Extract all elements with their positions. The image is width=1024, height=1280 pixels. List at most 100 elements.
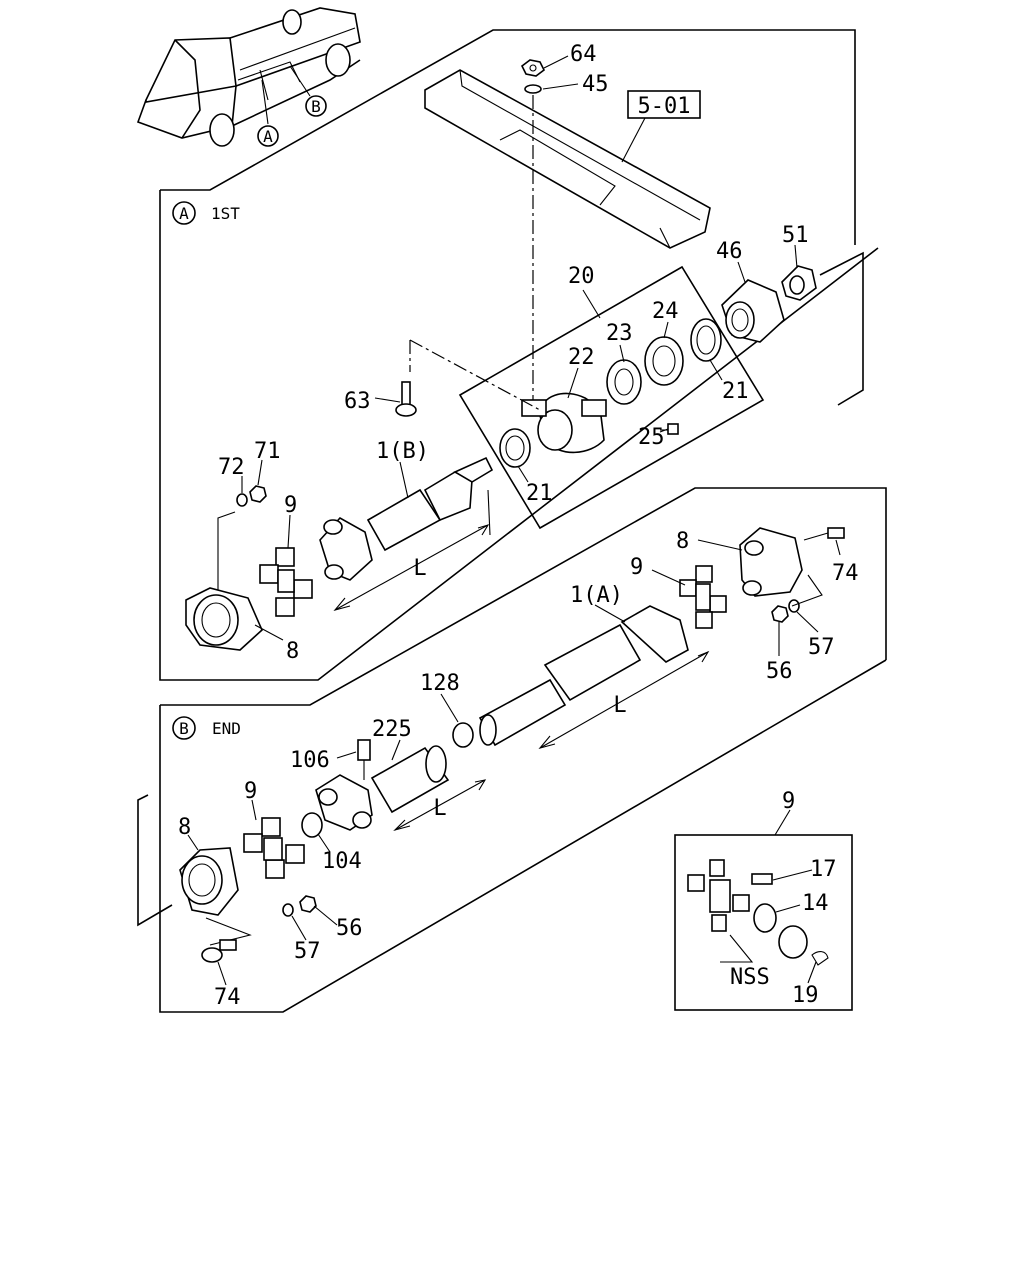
seal-21-left [499, 428, 531, 468]
grease-fitting-106 [357, 739, 371, 780]
section-b-marker: B [179, 719, 189, 738]
washer-72 [236, 493, 248, 507]
reference-box-5-01 [627, 90, 701, 119]
callout-56-a: 56 [766, 659, 793, 684]
truck-callout-a: A [263, 127, 273, 146]
universal-joint-9-b [679, 565, 727, 629]
callout-8-right: 8 [676, 529, 689, 554]
dimension-l-c [393, 779, 487, 832]
section-b-marker-circle [172, 716, 196, 740]
nut-56-a [771, 605, 789, 623]
nut-56-b [299, 895, 317, 913]
callout-labels: 64 45 20 46 51 24 23 22 21 21 63 25 72 7… [178, 42, 859, 1010]
washer-57-a [788, 599, 800, 613]
callout-14: 14 [802, 891, 829, 916]
dimension-label-a: L [413, 556, 426, 581]
callout-21-left: 21 [526, 481, 553, 506]
crossmember-frame [424, 69, 711, 249]
callout-9-detail: 9 [782, 789, 795, 814]
callout-1a: 1(A) [570, 583, 623, 608]
callout-25: 25 [638, 425, 665, 450]
callout-24: 24 [652, 299, 679, 324]
callout-9-c: 9 [244, 779, 257, 804]
callout-74-b: 74 [214, 985, 241, 1010]
callout-22: 22 [568, 345, 595, 370]
callout-225: 225 [372, 717, 412, 742]
callout-64: 64 [570, 42, 597, 67]
bolt-74-a [803, 527, 845, 541]
washer-45 [524, 84, 542, 94]
callout-57-a: 57 [808, 635, 835, 660]
callout-57-b: 57 [294, 939, 321, 964]
joint-spider-detail [687, 859, 750, 932]
callout-106: 106 [290, 748, 330, 773]
callout-45: 45 [582, 72, 609, 97]
washer-57-b [282, 903, 294, 917]
section-b-label: END [212, 719, 241, 738]
callout-9-a: 9 [284, 493, 297, 518]
o-ring-104 [301, 812, 323, 838]
seal-128 [452, 722, 474, 748]
bearing-24 [644, 336, 684, 386]
dimension-label-c: L [433, 796, 446, 821]
grease-nipple-17 [751, 873, 773, 885]
propeller-shaft-1a [478, 605, 689, 747]
callout-1b: 1(B) [376, 439, 429, 464]
flange-nut-51 [781, 265, 817, 301]
yoke-8-right [739, 527, 803, 597]
section-b-panel-outline [159, 487, 887, 1013]
nut-71 [249, 485, 267, 503]
callout-74-a: 74 [832, 561, 859, 586]
left-bracket-a [217, 511, 236, 590]
callout-8-b: 8 [178, 815, 191, 840]
callout-56-b: 56 [336, 916, 363, 941]
callout-71: 71 [254, 439, 281, 464]
flange-yoke-8-a [185, 587, 263, 651]
joint-detail-box [674, 834, 853, 1011]
propeller-shaft-1b [319, 456, 494, 581]
callout-21-right: 21 [722, 379, 749, 404]
center-bearing-support-22 [521, 392, 607, 454]
flange-yoke-8-b [179, 847, 239, 916]
leader-lines [187, 55, 841, 986]
callout-46: 46 [716, 239, 743, 264]
dimension-l-b [538, 650, 710, 749]
companion-flange-46 [721, 279, 785, 343]
callout-23: 23 [606, 321, 633, 346]
section-a-marker: A [179, 204, 189, 223]
callout-72: 72 [218, 455, 245, 480]
callout-104: 104 [322, 849, 362, 874]
section-a-panel-outline [159, 29, 879, 681]
callout-20: 20 [568, 264, 595, 289]
bearing-23 [606, 359, 642, 405]
truck-icon: A B [136, 7, 361, 147]
truck-callout-a-circle [257, 125, 279, 147]
bolt-74-b [201, 939, 237, 963]
callout-8-a: 8 [286, 639, 299, 664]
callout-128: 128 [420, 671, 460, 696]
bolt-63 [395, 381, 417, 417]
callout-17: 17 [810, 857, 837, 882]
callout-19: 19 [792, 983, 819, 1008]
callout-9-b: 9 [630, 555, 643, 580]
section-a-label: 1ST [211, 204, 240, 223]
truck-callout-b: B [311, 97, 321, 116]
slip-yoke-225 [315, 745, 450, 831]
bearing-cup-19 [778, 925, 808, 959]
dimension-l-a [333, 489, 491, 611]
bearing-subassembly-box [458, 265, 765, 530]
snap-ring-19 [811, 951, 829, 966]
universal-joint-9-c [243, 817, 305, 879]
reference-box-label: 5-01 [638, 94, 691, 119]
section-a-marker-circle [172, 201, 196, 225]
dimension-label-b: L [613, 693, 626, 718]
callout-nss: NSS [730, 965, 770, 990]
nut-64 [520, 59, 546, 77]
callout-51: 51 [782, 223, 809, 248]
universal-joint-9-a [259, 547, 313, 617]
left-bracket-b [137, 794, 173, 927]
truck-callout-b-circle [305, 95, 327, 117]
callout-63: 63 [344, 389, 371, 414]
seal-21-right [690, 318, 722, 362]
